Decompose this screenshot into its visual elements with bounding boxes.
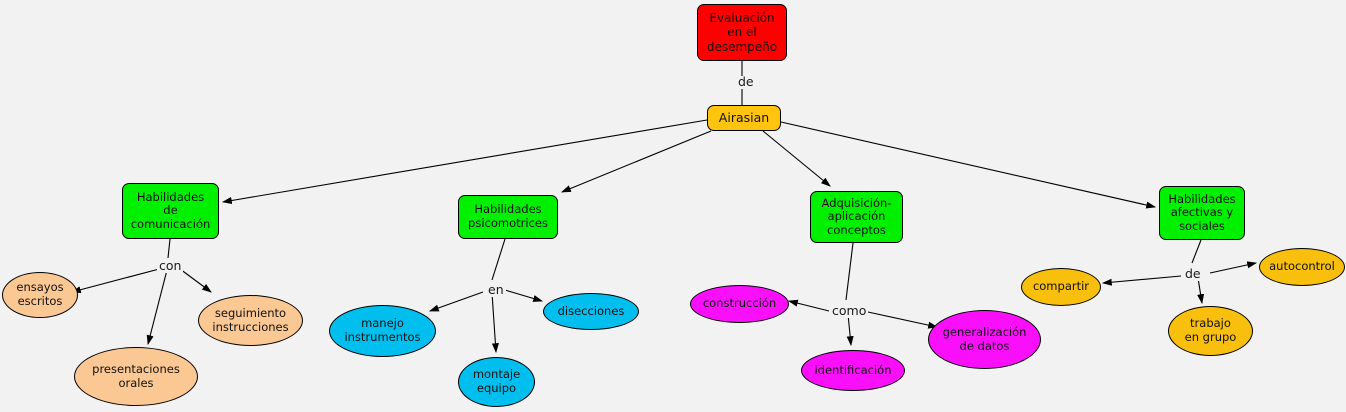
node-compartir[interactable]: compartir [1021, 268, 1101, 306]
edge-label-lbl-en: en [486, 282, 506, 297]
edge-label-lbl-de-root: de [736, 74, 756, 89]
edge-adquis-como [845, 242, 854, 301]
edge-como-general [867, 311, 939, 329]
edge-con-seguim [179, 268, 212, 293]
edge-airasian-comunic [221, 119, 708, 205]
node-airasian[interactable]: Airasian [707, 105, 781, 131]
node-comunic[interactable]: Habilidades de comunicación [122, 183, 219, 239]
node-disec[interactable]: disecciones [543, 293, 639, 330]
edge-airasian-adquis [762, 130, 831, 187]
edge-label-lbl-con: con [157, 258, 184, 273]
node-ensayos[interactable]: ensayos escritos [2, 272, 78, 318]
edge-label-lbl-de-afectiva: de [1183, 266, 1203, 281]
edge-con-present [146, 269, 168, 346]
edge-airasian-psicomot [560, 130, 712, 193]
node-general[interactable]: generalización de datos [928, 310, 1041, 369]
edge-afectivas-de [1191, 239, 1202, 264]
edge-de-autocontrol [1209, 261, 1258, 274]
edge-label-lbl-como: como [830, 303, 869, 318]
edge-en-montaje [491, 292, 499, 354]
edge-en-disec [504, 289, 544, 302]
node-seguim[interactable]: seguimiento instrucciones [198, 295, 303, 346]
node-manejo[interactable]: manejo instrumentos [329, 305, 436, 357]
node-present[interactable]: presentaciones orales [74, 347, 198, 406]
edge-como-constr [787, 299, 830, 312]
edge-psicomot-en [491, 238, 506, 281]
edge-comunic-con [167, 238, 171, 259]
node-afectivas[interactable]: Habilidades afectivas y sociales [1159, 186, 1245, 240]
node-root[interactable]: Evaluación en el desempeño [697, 4, 787, 61]
node-psicomot[interactable]: Habilidades psicomotrices [458, 195, 558, 239]
node-identif[interactable]: identificación [801, 350, 905, 391]
edge-de-compartir [1101, 275, 1182, 286]
edge-en-manejo [428, 291, 484, 312]
node-constr[interactable]: construcción [690, 285, 789, 323]
node-montaje[interactable]: montaje equipo [458, 357, 535, 407]
edge-de-trabajo [1197, 277, 1205, 305]
node-adquisicion[interactable]: Adquisición- aplicación conceptos [810, 191, 903, 243]
node-trabajo[interactable]: trabajo en grupo [1168, 306, 1253, 356]
node-autocontrol[interactable]: autocontrol [1259, 248, 1345, 286]
edge-con-ensayos [70, 267, 164, 294]
edge-como-identif [846, 313, 854, 347]
